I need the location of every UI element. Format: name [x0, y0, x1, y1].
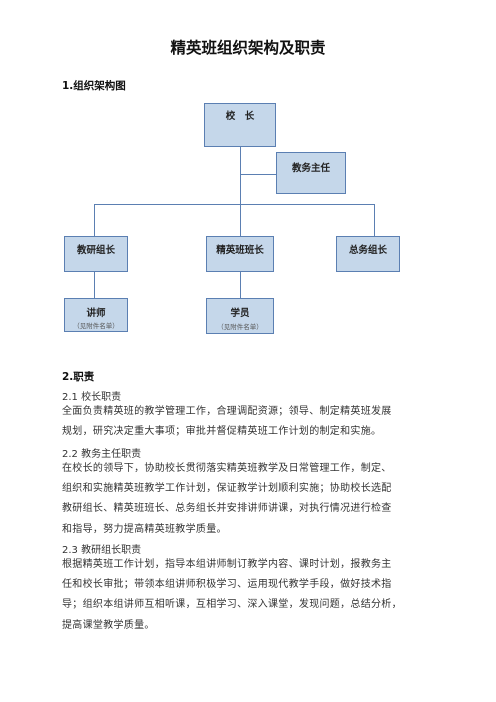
general-leader-box: 总务组长 [336, 236, 400, 272]
horizontal-line [94, 204, 374, 205]
drop-line-research [94, 204, 95, 237]
drop-line-lecturer [94, 271, 95, 298]
research-duties-text: 根据精英班工作计划，指导本组讲师制订教学内容、课时计划，报教务主 任和校长审批；… [62, 555, 442, 636]
text-line: 导；组织本组讲师互相听课，互相学习、深入课堂，发现问题，总结分析， [62, 599, 402, 611]
director-duties-title: 2.2 教务主任职责 [62, 449, 142, 460]
research-leader-label: 教研组长 [76, 245, 115, 256]
text-line: 全面负责精英班的教学管理工作，合理调配资源；领导、制定精英班发展 [62, 406, 392, 417]
section-1-heading: 1.组织架构图 [62, 80, 126, 92]
text-line: 在校长的领导下，协助校长贯彻落实精英班教学及日常管理工作，制定、 [62, 463, 392, 474]
class-leader-box: 精英班班长 [206, 236, 274, 272]
principal-box: 校 长 [204, 103, 276, 147]
document-title: 精英班组织架构及职责 [170, 39, 326, 57]
text-line: 教研组长、精英班班长、总务组长并安排讲师讲课，对执行情况进行检查 [62, 503, 392, 515]
academic-director-label: 教务主任 [291, 163, 330, 174]
student-label: 学员 [230, 308, 250, 319]
student-note: （见附件名单） [217, 323, 263, 331]
lecturer-box: 讲师 （见附件名单） [64, 298, 128, 332]
text-line: 任和校长审批；带领本组讲师积极学习、运用现代教学手段，做好技术指 [62, 579, 392, 591]
branch-line-director [240, 174, 276, 175]
student-box: 学员 （见附件名单） [206, 298, 274, 334]
class-leader-label: 精英班班长 [216, 245, 264, 256]
text-line: 提高课堂教学质量。 [62, 619, 155, 631]
research-duties-title: 2.3 教研组长职责 [62, 545, 142, 556]
drop-line-general [374, 204, 375, 237]
academic-director-box: 教务主任 [276, 152, 346, 194]
text-line: 组织和实施精英班教学工作计划，保证教学计划顺利实施；协助校长选配 [62, 483, 392, 495]
text-line: 根据精英班工作计划，指导本组讲师制订教学内容、课时计划，报教务主 [62, 559, 392, 570]
section-2-heading: 2.职责 [62, 371, 95, 383]
principal-duties-title: 2.1 校长职责 [62, 392, 122, 403]
director-duties-text: 在校长的领导下，协助校长贯彻落实精英班教学及日常管理工作，制定、 组织和实施精英… [62, 459, 442, 540]
drop-line-class [240, 204, 241, 237]
lecturer-note: （见附件名单） [73, 322, 119, 330]
principal-duties-text: 全面负责精英班的教学管理工作，合理调配资源；领导、制定精英班发展 规划，研究决定… [62, 402, 442, 442]
drop-line-student [240, 271, 241, 298]
general-leader-label: 总务组长 [348, 245, 387, 256]
text-line: 和指导，努力提高精英班教学质量。 [62, 523, 227, 535]
principal-label: 校 长 [225, 111, 255, 122]
text-line: 规划，研究决定重大事项；审批并督促精英班工作计划的制定和实施。 [62, 426, 382, 438]
lecturer-label: 讲师 [86, 308, 106, 319]
research-leader-box: 教研组长 [64, 236, 128, 272]
trunk-line [240, 146, 241, 204]
